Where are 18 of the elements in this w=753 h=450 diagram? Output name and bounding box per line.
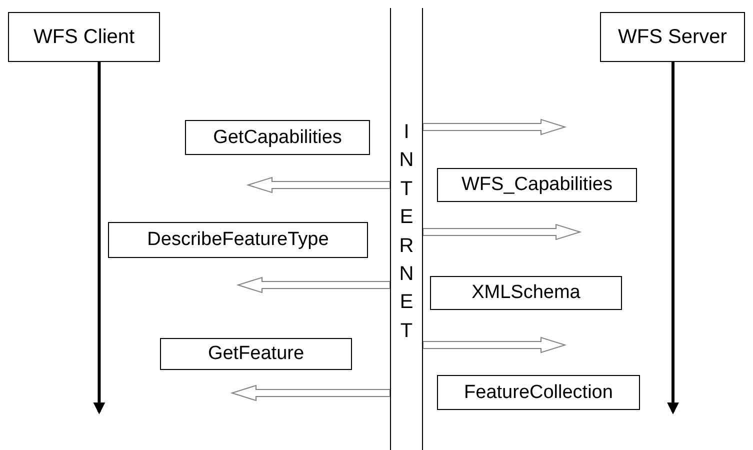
block-arrow (230, 384, 390, 402)
message-box: GetFeature (160, 338, 352, 370)
block-arrow (236, 276, 390, 294)
message-box: DescribeFeatureType (108, 222, 368, 258)
block-arrow (422, 336, 567, 354)
message-box: FeatureCollection (437, 375, 640, 410)
block-arrow (422, 224, 582, 240)
network-band (390, 8, 423, 450)
message-box: WFS_Capabilities (437, 168, 637, 202)
vertical-label: INTERNET (398, 120, 414, 344)
timeline-arrow (667, 62, 679, 414)
message-box: WFS Client (8, 12, 160, 62)
block-arrow (422, 118, 567, 136)
block-arrow (246, 176, 390, 194)
message-box: XMLSchema (430, 276, 622, 310)
message-box: WFS Server (600, 12, 745, 62)
timeline-arrow (93, 62, 106, 414)
message-box: GetCapabilities (185, 120, 370, 155)
